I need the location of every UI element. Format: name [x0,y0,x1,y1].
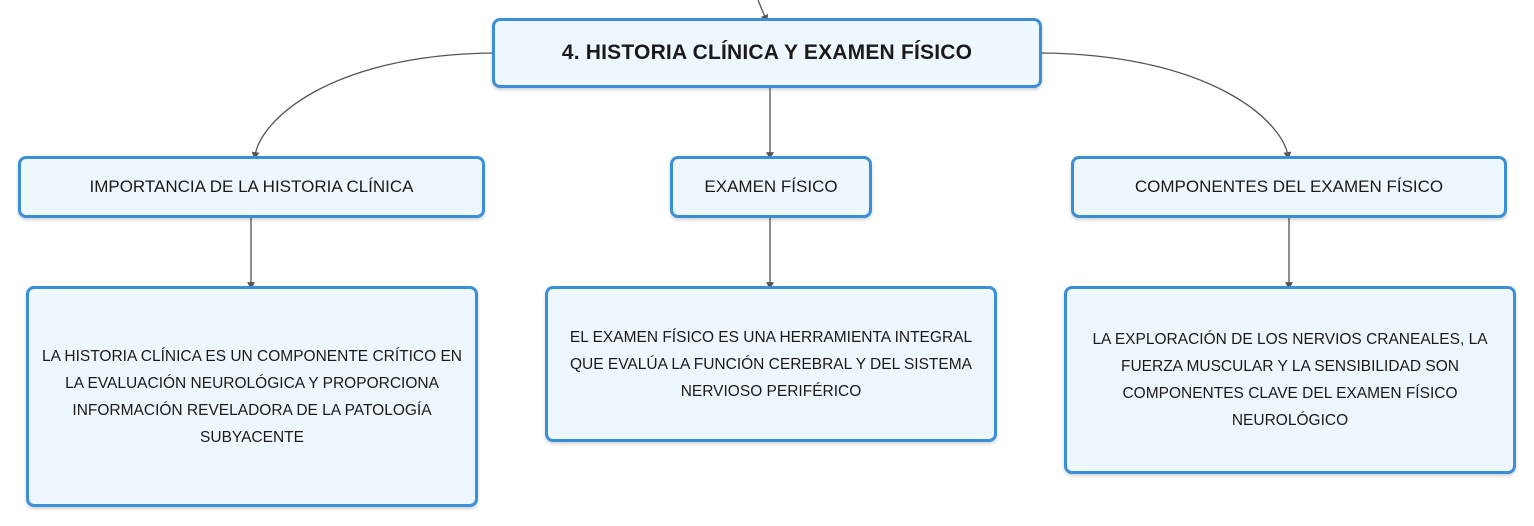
detail-text: LA HISTORIA CLÍNICA ES UN COMPONENTE CRÍ… [41,347,462,446]
branch-label: EXAMEN FÍSICO [704,177,838,196]
branch-node-examen-fisico[interactable]: EXAMEN FÍSICO [670,156,872,218]
detail-node-importancia[interactable]: LA HISTORIA CLÍNICA ES UN COMPONENTE CRÍ… [26,286,478,507]
detail-node-examen-fisico[interactable]: EL EXAMEN FÍSICO ES UNA HERRAMIENTA INTE… [545,286,997,442]
root-topic-label: 4. HISTORIA CLÍNICA Y EXAMEN FÍSICO [561,41,973,64]
root-topic-node[interactable]: 4. HISTORIA CLÍNICA Y EXAMEN FÍSICO [492,18,1042,88]
branch-label: IMPORTANCIA DE LA HISTORIA CLÍNICA [89,177,414,196]
connector-root-to-branch-3 [1041,52,1292,160]
detail-node-componentes[interactable]: LA EXPLORACIÓN DE LOS NERVIOS CRANEALES,… [1064,286,1516,474]
detail-text: EL EXAMEN FÍSICO ES UNA HERRAMIENTA INTE… [569,328,973,400]
branch-node-importancia[interactable]: IMPORTANCIA DE LA HISTORIA CLÍNICA [18,156,485,218]
branch-label: COMPONENTES DEL EXAMEN FÍSICO [1134,177,1444,196]
detail-text: LA EXPLORACIÓN DE LOS NERVIOS CRANEALES,… [1092,331,1488,429]
branch-node-componentes[interactable]: COMPONENTES DEL EXAMEN FÍSICO [1071,156,1507,218]
connector-root-to-branch-1 [251,52,493,160]
connector-parent-to-root [757,0,768,23]
